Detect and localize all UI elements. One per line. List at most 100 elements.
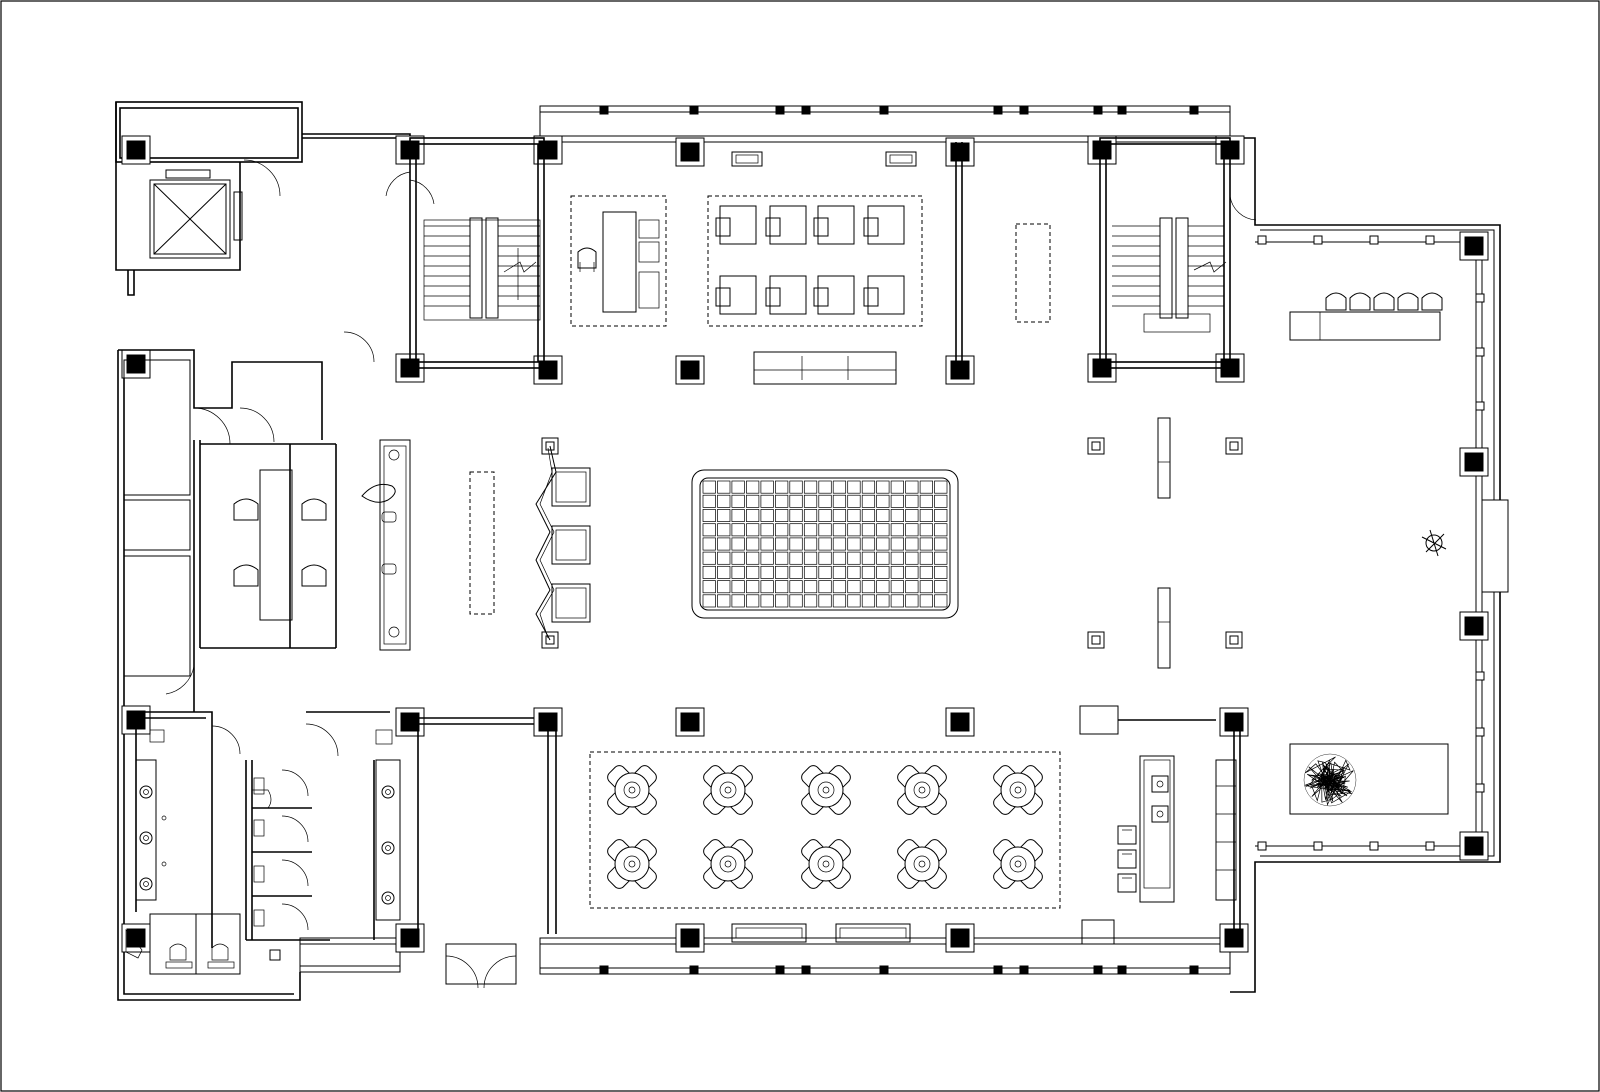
rug-tile <box>775 480 789 494</box>
rug-tile <box>818 565 832 579</box>
rug-tile <box>832 594 847 608</box>
left-stair-core <box>385 137 545 369</box>
table-centerpiece-inner <box>724 786 732 794</box>
column <box>680 142 700 162</box>
work-desk <box>867 205 905 245</box>
work-desk <box>769 275 807 315</box>
rug-tile <box>861 523 876 537</box>
facade-mullions <box>599 105 1485 975</box>
mullion <box>1117 965 1127 975</box>
mullion <box>1369 235 1379 245</box>
rug-tile <box>746 580 760 594</box>
work-desk <box>867 275 905 315</box>
table-centerpiece <box>913 855 931 873</box>
rug-tile <box>905 580 919 594</box>
rug-tile <box>760 551 774 565</box>
office-area <box>570 142 1051 385</box>
planter-tree <box>1303 753 1357 807</box>
lobby-post <box>1087 437 1105 455</box>
reception-lounge <box>469 417 1171 669</box>
rug-tile <box>746 551 760 565</box>
rug-tile <box>760 523 774 537</box>
rug-tile <box>717 594 731 608</box>
rug-tile <box>919 494 933 508</box>
rug-tile <box>890 551 904 565</box>
column <box>400 928 420 948</box>
work-desk <box>769 205 807 245</box>
dining-set <box>897 839 947 889</box>
dining-table <box>614 772 650 808</box>
rug-tile <box>876 523 890 537</box>
table-centerpiece-inner <box>724 860 732 868</box>
dining-set <box>607 765 657 815</box>
rug-tile <box>717 580 731 594</box>
rug-tile <box>775 551 789 565</box>
rug-tile <box>832 509 847 522</box>
table-centerpiece <box>719 781 737 799</box>
rug-tile <box>746 480 760 494</box>
mullion <box>1189 105 1199 115</box>
rug-tile <box>890 594 904 608</box>
rug-tile <box>832 537 847 551</box>
rug-tile <box>803 580 818 594</box>
lobby-post-core <box>545 635 555 645</box>
dining-set <box>801 765 851 815</box>
table-centerpiece-inner <box>918 786 926 794</box>
column <box>680 928 700 948</box>
lobby-post-core <box>1091 441 1101 451</box>
rug-tile <box>890 494 904 508</box>
mullion <box>879 965 889 975</box>
bar-stool <box>1117 873 1137 893</box>
waiting-area <box>1289 292 1449 815</box>
rug-tile <box>934 537 948 551</box>
restrooms <box>125 711 401 975</box>
rug-tile <box>934 551 948 565</box>
mullion <box>1313 841 1323 851</box>
waiting-seats <box>1325 292 1443 311</box>
rug-tile <box>702 537 716 551</box>
rug-tile <box>775 537 789 551</box>
rug-tile <box>746 509 760 522</box>
rug-tile <box>818 594 832 608</box>
desk-chair <box>715 217 731 237</box>
table-centerpiece <box>719 855 737 873</box>
rug-tile <box>832 551 847 565</box>
desk-chair <box>715 287 731 307</box>
rug-tile <box>702 523 716 537</box>
column <box>950 928 970 948</box>
rug-tile <box>702 509 716 522</box>
mullion <box>1093 965 1103 975</box>
lobby-post <box>1225 631 1243 649</box>
mullion <box>1117 105 1127 115</box>
lobby-post-core <box>545 441 555 451</box>
mullion <box>599 965 609 975</box>
rug-tile <box>847 509 861 522</box>
mullion <box>1475 347 1485 357</box>
table-centerpiece <box>623 855 641 873</box>
rug-tile <box>876 509 890 522</box>
rug-tile <box>876 580 890 594</box>
rug-tile <box>803 509 818 522</box>
rug-tile <box>731 551 745 565</box>
rug-tile <box>717 509 731 522</box>
rug-tile <box>876 594 890 608</box>
rug-tile <box>789 523 803 537</box>
mullion <box>1425 235 1435 245</box>
lounge-armchair <box>551 525 591 565</box>
rug-tile <box>702 565 716 579</box>
rug-tile <box>876 480 890 494</box>
stair-treads-right <box>1112 225 1224 307</box>
rug-tile <box>775 580 789 594</box>
rug-tile <box>905 565 919 579</box>
rug-tile <box>861 565 876 579</box>
rug-tile <box>890 580 904 594</box>
rug-tile <box>890 523 904 537</box>
rug-tile <box>861 551 876 565</box>
rug-tile <box>803 537 818 551</box>
rug-tile <box>832 494 847 508</box>
mullion <box>1425 841 1435 851</box>
rug-tile <box>760 537 774 551</box>
lobby-post <box>1087 631 1105 649</box>
rug-tile <box>905 594 919 608</box>
rug-tile <box>731 509 745 522</box>
